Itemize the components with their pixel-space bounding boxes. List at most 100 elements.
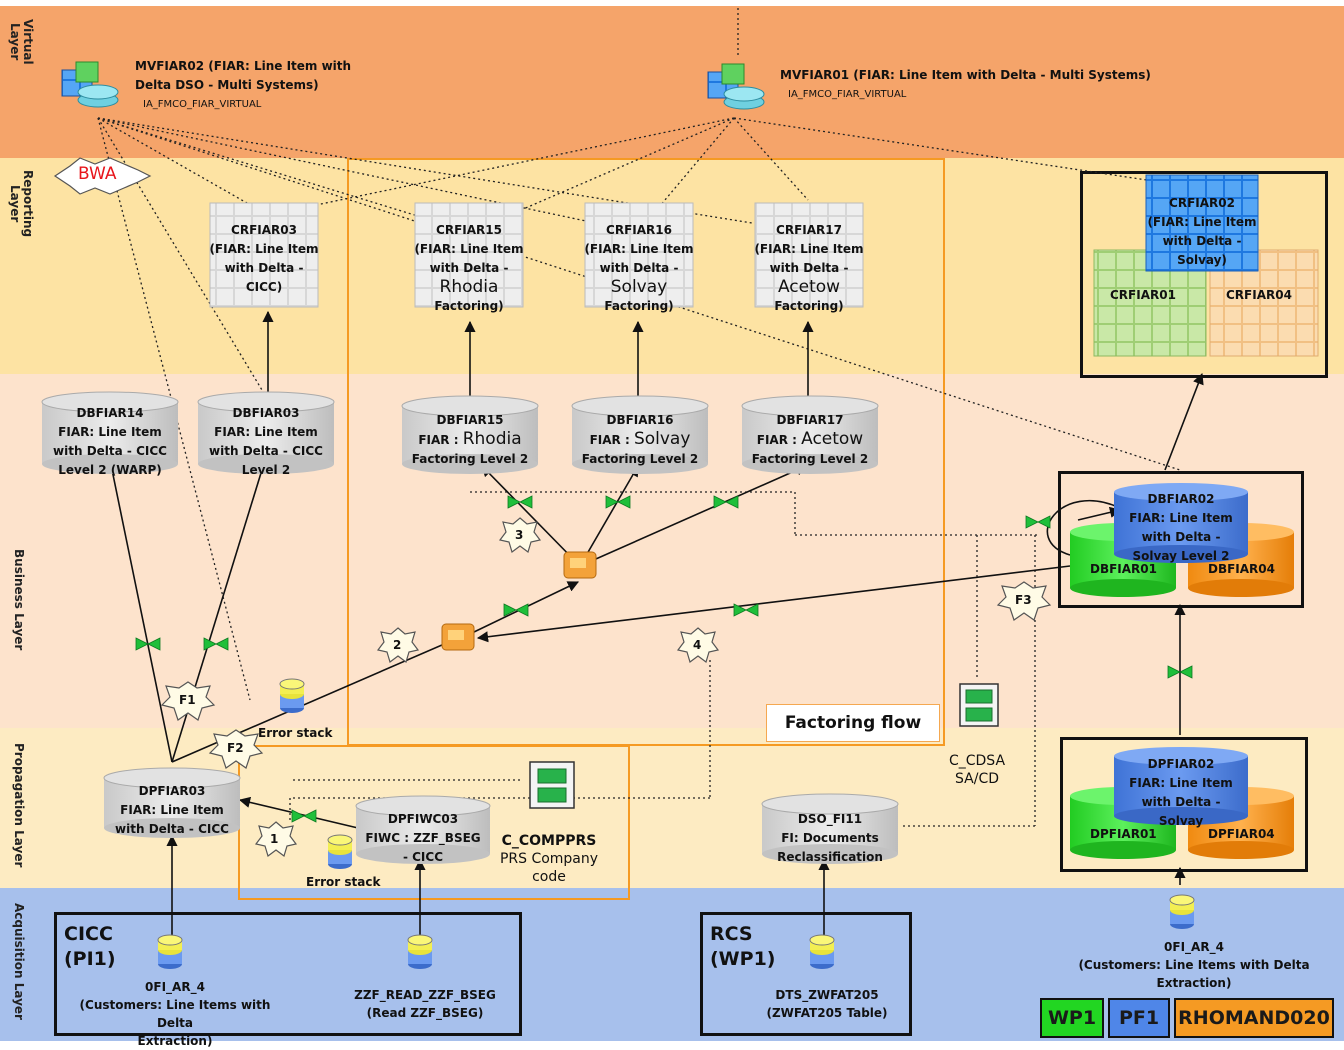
dts-zwfat205-id: DTS_ZWFAT205 bbox=[775, 988, 879, 1002]
crfiar15-cube bbox=[414, 202, 524, 308]
dso-fi11-desc-1: FI: Documents bbox=[781, 831, 879, 845]
c-compprs-desc-2: code bbox=[532, 869, 566, 885]
bwa-label: BWA bbox=[78, 164, 117, 184]
mvfiar01-icon bbox=[707, 63, 765, 110]
step-3: 3 bbox=[515, 528, 524, 542]
crfiar02-id: CRFIAR02 bbox=[1169, 196, 1235, 210]
virtual-layer-label: Virtual Layer bbox=[8, 19, 35, 65]
dbfiar02-group-cylinders bbox=[1070, 483, 1294, 597]
cicc-system-name: CICC bbox=[64, 923, 113, 945]
ofi-ar-4-cicc-desc-1: (Customers: Line Items with Delta bbox=[79, 998, 271, 1030]
dbfiar17-desc-2: Factoring Level 2 bbox=[751, 452, 869, 466]
cicc-system-id: (PI1) bbox=[64, 948, 116, 970]
dbfiar15-label: DBFIAR15 FIAR : Rhodia Factoring Level 2 bbox=[402, 411, 538, 469]
ofi-ar-4-cicc-desc-2: Extraction) bbox=[137, 1034, 213, 1048]
dts-zwfat205-label: DTS_ZWFAT205 (ZWFAT205 Table) bbox=[754, 986, 900, 1022]
dbfiar15-desc-1: FIAR : Rhodia bbox=[402, 430, 538, 450]
master-data-icons bbox=[529, 683, 999, 809]
dbfiar03-desc-2: with Delta - CICC bbox=[209, 444, 323, 458]
dbfiar16-desc-2: Factoring Level 2 bbox=[581, 452, 699, 466]
ofi-ar-4-cicc-label: 0FI_AR_4 (Customers: Line Items with Del… bbox=[60, 978, 290, 1050]
virtual-layer-band bbox=[0, 6, 1344, 158]
dsos-propagation bbox=[103, 767, 899, 864]
flow-f2: F2 bbox=[227, 741, 244, 755]
dpfiar03-id: DPFIAR03 bbox=[138, 784, 206, 798]
cicc-system-label: CICC (PI1) bbox=[64, 922, 116, 972]
dpfiar03-desc-1: FIAR: Line Item bbox=[120, 803, 224, 817]
rcs-system-label: RCS (WP1) bbox=[710, 922, 775, 972]
dbfiar14-desc-1: FIAR: Line Item bbox=[58, 425, 162, 439]
crfiar15-id: CRFIAR15 bbox=[436, 223, 502, 237]
crfiar15-desc-3: Rhodia bbox=[439, 277, 499, 297]
dbfiar14-desc-3: Level 2 (WARP) bbox=[58, 463, 162, 477]
crfiar17-desc-1: (FIAR: Line Item bbox=[754, 242, 864, 256]
crfiar02-desc-2: with Delta - bbox=[1162, 234, 1242, 248]
error-stack-label-business: Error stack bbox=[258, 726, 333, 740]
flow-f3: F3 bbox=[1015, 593, 1032, 607]
c-compprs-desc-1: PRS Company bbox=[499, 851, 599, 867]
ofi-ar-4-right-desc-2: Extraction) bbox=[1156, 976, 1232, 990]
dpfiar02-label: DPFIAR02 FIAR: Line Item with Delta - So… bbox=[1114, 755, 1248, 831]
dbfiar15-prefix: FIAR : bbox=[418, 433, 463, 447]
dbfiar16-prefix: FIAR : bbox=[589, 433, 634, 447]
rcs-system-box bbox=[700, 912, 912, 1036]
step-4: 4 bbox=[693, 638, 702, 652]
dbfiar02-desc-3: Solvay Level 2 bbox=[1132, 549, 1230, 563]
step-2: 2 bbox=[393, 638, 402, 652]
dbfiar15-id: DBFIAR15 bbox=[436, 413, 504, 427]
dbfiar03-label: DBFIAR03 FIAR: Line Item with Delta - CI… bbox=[198, 404, 334, 480]
crfiar03-cube bbox=[209, 202, 319, 308]
crfiar15-desc-1: (FIAR: Line Item bbox=[414, 242, 524, 256]
zzf-read-label: ZZF_READ_ZZF_BSEG (Read ZZF_BSEG) bbox=[340, 986, 510, 1022]
crfiar02-group-box bbox=[1080, 171, 1328, 378]
dbfiar17-id: DBFIAR17 bbox=[776, 413, 844, 427]
crfiar02-label: CRFIAR02 (FIAR: Line Item with Delta - S… bbox=[1138, 194, 1266, 270]
dpfiar02-desc-3: Solvay bbox=[1158, 814, 1204, 828]
dbfiar17-company: Acetow bbox=[801, 429, 864, 449]
rcs-system-name: RCS bbox=[710, 923, 753, 945]
crfiar02-cube bbox=[1145, 174, 1259, 272]
crfiar16-label: CRFIAR16 (FIAR: Line Item with Delta - S… bbox=[577, 221, 701, 316]
dbfiar02-desc-2: with Delta - bbox=[1141, 530, 1221, 544]
datasource-stack-icons bbox=[157, 678, 1195, 969]
dbfiar16-label: DBFIAR16 FIAR : Solvay Factoring Level 2 bbox=[572, 411, 708, 469]
mvfiar02-title-1: MVFIAR02 (FIAR: Line Item with bbox=[135, 59, 352, 73]
dpfiar02-desc-2: with Delta - bbox=[1141, 795, 1221, 809]
factoring-flow-label: Factoring flow bbox=[766, 704, 940, 742]
legend-wp1: WP1 bbox=[1040, 998, 1104, 1038]
cicc-system-box bbox=[54, 912, 522, 1036]
crfiar03-desc-3: CICC) bbox=[245, 280, 283, 294]
propagation-layer-label: Propagation Layer bbox=[12, 742, 26, 868]
crfiar03-desc-2: with Delta - bbox=[224, 261, 304, 275]
error-stack-label-propagation: Error stack bbox=[306, 875, 381, 889]
dpfiwc03-id: DPFIWC03 bbox=[387, 812, 459, 826]
dbfiar14-label: DBFIAR14 FIAR: Line Item with Delta - CI… bbox=[42, 404, 178, 480]
crfiar17-desc-3: Acetow bbox=[777, 277, 841, 297]
dbfiar03-desc-1: FIAR: Line Item bbox=[214, 425, 318, 439]
crfiar02-desc-3: Solvay) bbox=[1177, 253, 1227, 267]
crfiar04-label: CRFIAR04 bbox=[1226, 288, 1292, 302]
crfiar17-id: CRFIAR17 bbox=[776, 223, 842, 237]
crfiar17-label: CRFIAR17 (FIAR: Line Item with Delta - A… bbox=[747, 221, 871, 316]
dbfiar16-company: Solvay bbox=[633, 429, 691, 449]
dso-fi11-desc-2: Reclassification bbox=[777, 850, 883, 864]
dbfiar03-id: DBFIAR03 bbox=[232, 406, 300, 420]
crfiar16-cube bbox=[584, 202, 694, 308]
dpfiar03-label: DPFIAR03 FIAR: Line Item with Delta - CI… bbox=[104, 782, 240, 839]
dpfiar02-desc-1: FIAR: Line Item bbox=[1129, 776, 1233, 790]
ofi-ar-4-cicc-id: 0FI_AR_4 bbox=[145, 980, 205, 994]
dbfiar15-desc-2: Factoring Level 2 bbox=[411, 452, 529, 466]
ofi-ar-4-right-id: 0FI_AR_4 bbox=[1164, 940, 1224, 954]
dbfiar02-id: DBFIAR02 bbox=[1147, 492, 1215, 506]
c-compprs-id: C_COMPPRS bbox=[501, 833, 597, 849]
dbfiar01-label: DBFIAR01 bbox=[1090, 562, 1157, 576]
crfiar16-id: CRFIAR16 bbox=[606, 223, 672, 237]
dbfiar14-desc-2: with Delta - CICC bbox=[53, 444, 167, 458]
zzf-read-desc: (Read ZZF_BSEG) bbox=[366, 1006, 484, 1020]
dbfiar15-company: Rhodia bbox=[462, 429, 522, 449]
crfiar17-cube bbox=[754, 202, 864, 308]
mvfiar02-title-2: Delta DSO - Multi Systems) bbox=[135, 78, 319, 92]
zzf-read-id: ZZF_READ_ZZF_BSEG bbox=[354, 988, 496, 1002]
dpfiwc03-label: DPFIWC03 FIWC : ZZF_BSEG - CICC bbox=[356, 810, 490, 867]
